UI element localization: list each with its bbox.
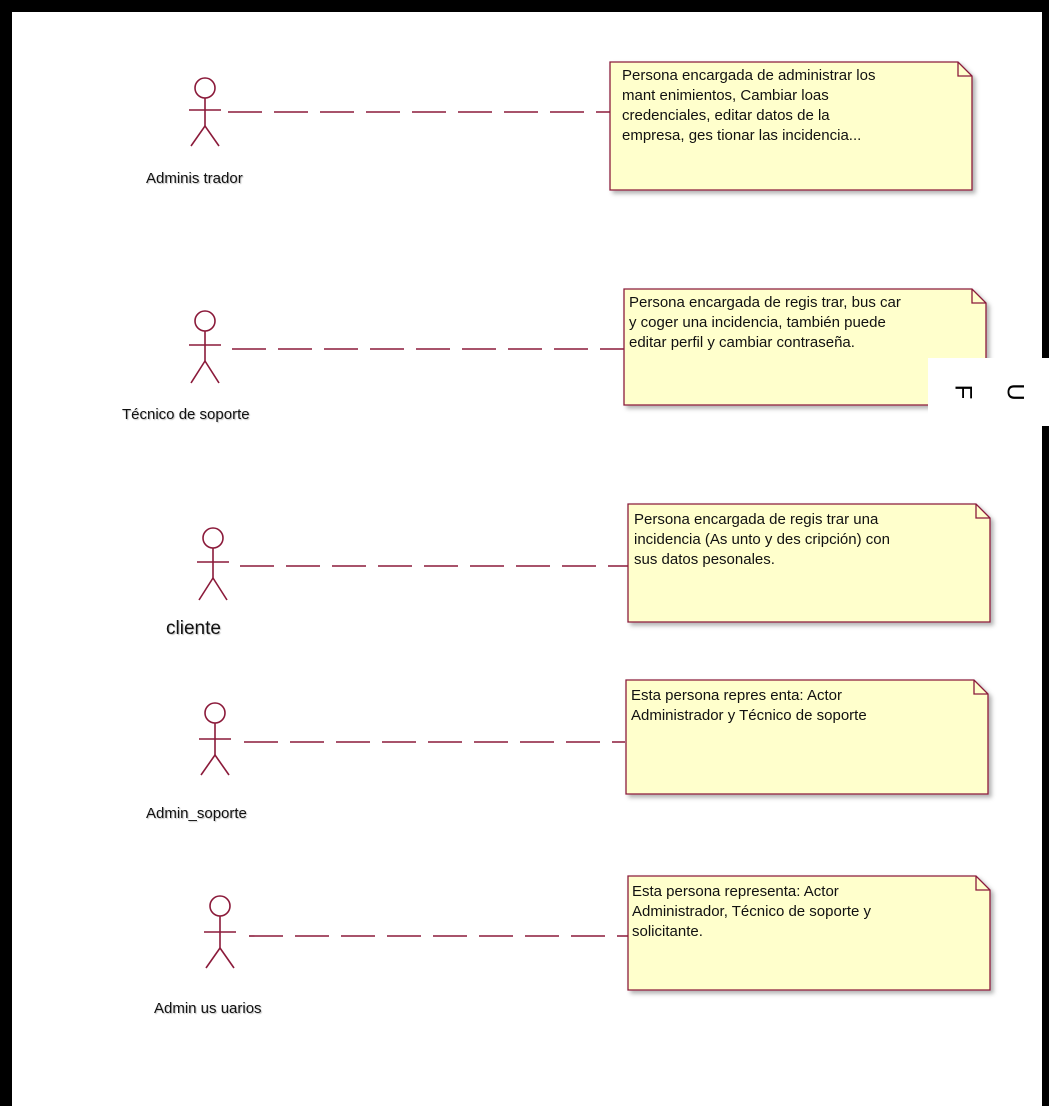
note-text-5: Esta persona representa: Actor Administr…: [632, 883, 872, 940]
actor-administrador[interactable]: [189, 77, 221, 147]
note-1: [609, 61, 973, 191]
note-text-3: Persona encargada de regis trar una inci…: [634, 511, 890, 568]
side-overlay-box: [928, 358, 1049, 426]
actor-head: [209, 895, 231, 917]
note-4: [625, 679, 989, 795]
actor-label-admin-usuarios: Admin us uarios: [154, 1000, 262, 1017]
note-text-1: Persona encargada de administrar los man…: [622, 67, 876, 144]
side-glyph-f: F: [949, 384, 977, 400]
note-2: [623, 288, 987, 406]
actor-label-administrador: Adminis trador: [146, 170, 243, 187]
side-glyph-u: U: [1001, 383, 1029, 401]
note-3: [627, 503, 991, 623]
note-text-4: Esta persona repres enta: Actor Administ…: [631, 687, 867, 724]
actor-admin-usuarios[interactable]: [204, 895, 236, 969]
actor-head: [194, 310, 216, 332]
actor-head: [202, 527, 224, 549]
note-text-2: Persona encargada de regis trar, bus car…: [629, 294, 901, 351]
actor-tecnico[interactable]: [189, 310, 221, 384]
actor-label-tecnico: Técnico de soporte: [122, 406, 250, 423]
actor-admin-soporte[interactable]: [199, 702, 231, 776]
actor-label-admin-soporte: Admin_soporte: [146, 805, 247, 822]
actor-cliente[interactable]: [197, 527, 229, 601]
note-5: [627, 875, 991, 991]
actor-head: [204, 702, 226, 724]
actor-label-cliente: cliente: [166, 618, 221, 639]
actor-head: [194, 77, 216, 99]
